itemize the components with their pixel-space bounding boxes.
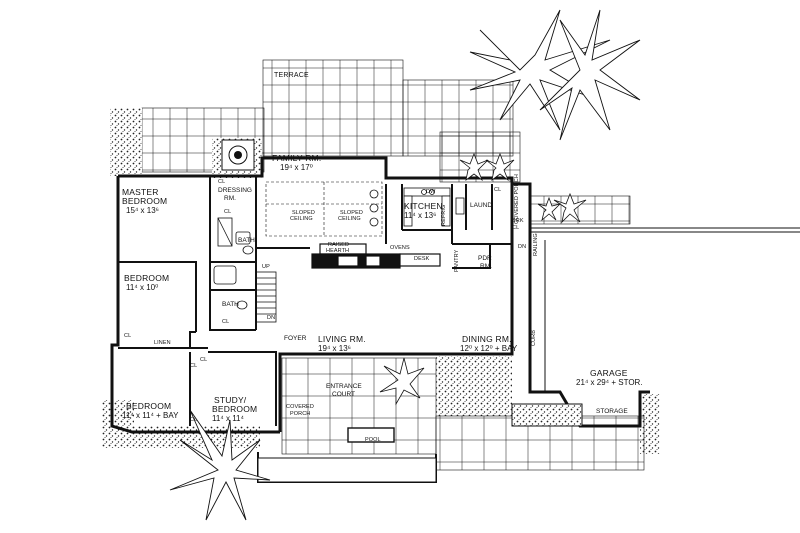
stairs	[255, 271, 277, 323]
garage-outline	[530, 227, 800, 392]
linen-label: LINEN	[154, 340, 171, 346]
sloped-ceiling-2b: CEILING	[338, 216, 361, 222]
side-down-label: DN	[518, 244, 527, 250]
family-room-ceiling	[265, 181, 383, 237]
palm-tree-bottom	[169, 409, 271, 521]
master-bedroom-dims: 15⁴ x 13⁶	[126, 206, 159, 215]
railing-label: RAILING	[533, 233, 539, 256]
side-covered-porch-label: COVERED PORCH	[514, 174, 520, 224]
family-room-dims: 19⁴ x 17⁰	[280, 163, 313, 172]
curb-label: CURB	[531, 330, 537, 346]
stair-down-label: DN	[267, 315, 276, 321]
garage-label: GARAGE	[590, 368, 628, 378]
planter	[221, 139, 255, 171]
kitchen-counters	[403, 187, 465, 227]
bar-stools	[369, 189, 379, 227]
pantry-label: PANTRY	[454, 249, 460, 272]
bedroom-2-dims: 11⁴ x 11⁴ + BAY	[122, 411, 179, 420]
entrance-court-label-1: ENTRANCE	[326, 383, 362, 390]
bath-fixtures	[213, 217, 254, 310]
sloped-ceiling-1a: SLOPED	[292, 210, 315, 216]
closet-brk: CL	[512, 225, 520, 231]
palm-tree-top	[469, 9, 641, 141]
dining-room-dims: 12⁰ x 12⁰ + BAY	[460, 344, 518, 353]
closet-study: CL	[200, 357, 208, 363]
master-bath-label: BATH	[238, 237, 255, 244]
garage-dims: 21⁴ x 29⁴ + STOR.	[576, 378, 643, 387]
entrance-court-label-2: COURT	[332, 391, 355, 398]
closet-dressing: CL	[224, 209, 232, 215]
master-bedroom-label-2: BEDROOM	[122, 196, 168, 206]
living-room-label: LIVING RM.	[318, 334, 366, 344]
storage-planter	[511, 403, 583, 427]
sloped-ceiling-2a: SLOPED	[340, 210, 363, 216]
exterior-walls	[110, 156, 650, 434]
shrubs	[379, 152, 587, 406]
raised-hearth-label-2: HEARTH	[326, 248, 350, 254]
dressing-room-label-1: DRESSING	[218, 187, 252, 194]
bedroom-1-dims: 11⁴ x 10⁰	[126, 283, 159, 292]
bedroom-1-label: BEDROOM	[124, 273, 170, 283]
laundry-label: LAUND	[470, 202, 493, 209]
kitchen-label: KITCHEN	[404, 201, 443, 211]
bedroom-2-label: BEDROOM	[126, 401, 172, 411]
dining-room-label: DINING RM.	[462, 334, 512, 344]
family-room-label: FAMILY RM.	[272, 153, 322, 163]
desk-label: DESK	[414, 256, 430, 262]
kitchen-dims: 11⁴ x 13⁶	[404, 211, 437, 220]
closet-hall: CL	[190, 363, 198, 369]
covered-porch-label-2: PORCH	[290, 411, 311, 417]
closet-laundry: CL	[494, 187, 502, 193]
terrace-label: TERRACE	[274, 72, 309, 79]
dressing-room-label-2: RM.	[224, 195, 236, 202]
closet-bedroom-2: CL	[190, 417, 198, 423]
fireplace	[311, 243, 441, 269]
refrig-label: REFRIG	[441, 204, 447, 226]
powder-room-label-2: RM.	[480, 263, 492, 270]
study-label-1: STUDY/	[214, 395, 247, 405]
dishwasher-label: DW	[426, 189, 436, 195]
study-label-2: BEDROOM	[212, 404, 258, 414]
interior-walls	[118, 176, 512, 426]
storage-label: STORAGE	[596, 408, 628, 415]
pool-label: POOL	[365, 437, 381, 443]
closet-bedroom-1: CL	[124, 333, 132, 339]
sloped-ceiling-1b: CEILING	[290, 216, 313, 222]
covered-porch-label-1: COVERED	[286, 404, 314, 410]
stair-up-label: UP	[262, 264, 270, 270]
raised-hearth-label-1: RAISED	[328, 242, 350, 248]
ovens-label: OVENS	[390, 245, 410, 251]
living-room-dims: 19⁴ x 13⁶	[318, 344, 351, 353]
foyer-label: FOYER	[284, 335, 307, 342]
brk-label: BRK	[512, 218, 524, 224]
closet-bath: CL	[222, 319, 230, 325]
master-bedroom-label-1: MASTER	[122, 187, 159, 197]
hall-bath-label: BATH	[222, 301, 239, 308]
closet-master: CL	[218, 179, 226, 185]
study-dims: 11⁴ x 11⁴	[212, 414, 244, 423]
powder-room-label-1: PDR	[478, 255, 492, 262]
